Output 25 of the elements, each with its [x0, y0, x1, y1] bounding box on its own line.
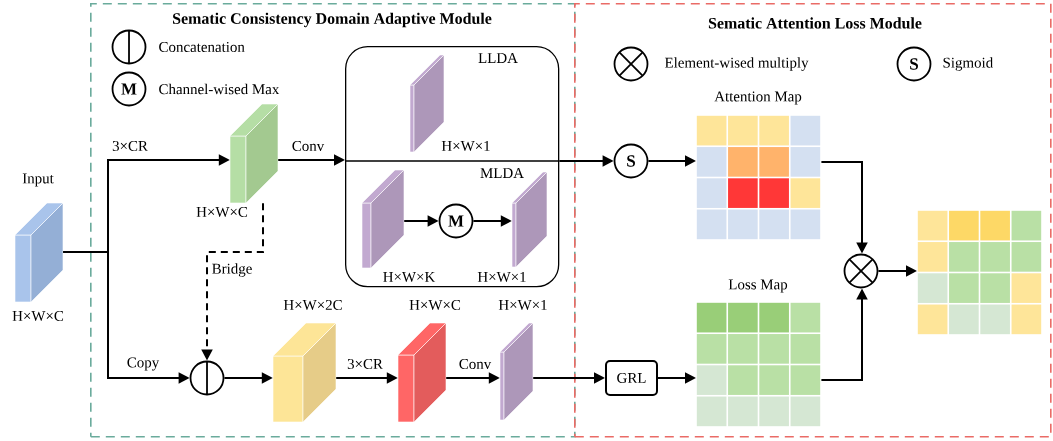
node-label: H×W×K	[383, 272, 436, 282]
edge-label: Copy	[125, 356, 161, 372]
edge-label: 3×CR	[346, 357, 384, 370]
edge-label: Bridge	[210, 262, 254, 278]
legend-label: Element-wised multiply	[664, 57, 809, 71]
node-label: H×W×1	[441, 140, 490, 152]
operator-circle	[189, 360, 225, 396]
process-box: GRL	[605, 360, 658, 396]
node-label: Input	[22, 173, 54, 187]
heatmap-grid	[917, 210, 1042, 335]
node-label: H×W×C	[196, 206, 248, 218]
node-label: H×W×C	[12, 310, 64, 322]
node-label: H×W×2C	[283, 299, 342, 311]
edge-label: Conv	[290, 139, 326, 152]
legend-label: Channel-wised Max	[159, 83, 280, 95]
node-label: H×W×1	[498, 299, 547, 311]
edge-label: 3×CR	[111, 139, 149, 152]
node-label: H×W×C	[409, 299, 461, 311]
legend-label: Sigmoid	[943, 57, 993, 71]
edge-label: Conv	[457, 357, 493, 370]
legend-label: Concatenation	[159, 42, 245, 52]
map-title: Loss Map	[728, 279, 788, 293]
node-label: H×W×1	[477, 271, 526, 283]
operator-circle	[843, 253, 879, 289]
map-title: Attention Map	[714, 91, 802, 105]
